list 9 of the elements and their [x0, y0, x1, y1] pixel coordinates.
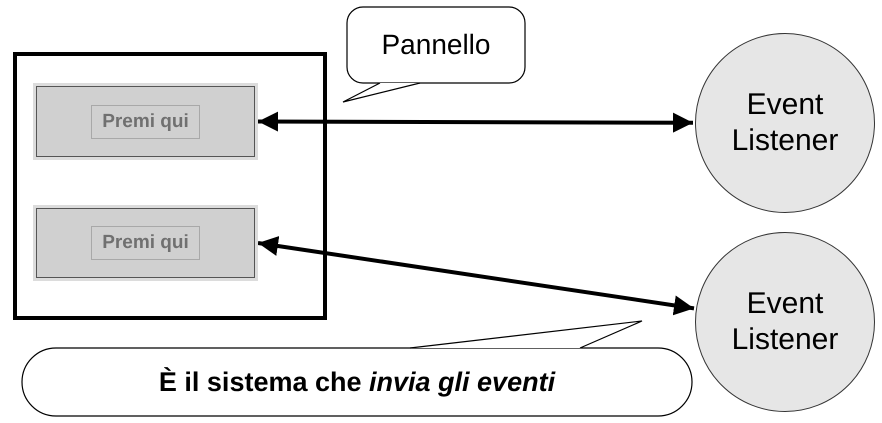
push-button: Premi qui	[36, 86, 255, 157]
panel-frame	[13, 52, 327, 320]
double-arrow	[258, 236, 694, 316]
callout-text: È il sistema che invia gli eventi	[158, 366, 556, 398]
listener-label: Event Listener	[730, 286, 840, 358]
listener-label: Event Listener	[730, 87, 840, 159]
push-button: Premi qui	[36, 208, 255, 278]
double-arrow	[258, 112, 693, 133]
callout-text: Pannello	[382, 29, 490, 61]
